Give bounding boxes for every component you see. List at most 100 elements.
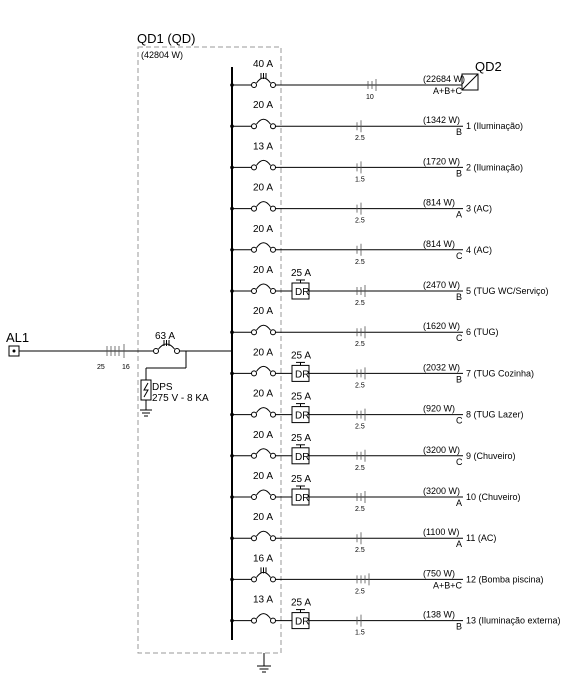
- busbar: [231, 67, 271, 673]
- source-terminal-dot: [12, 349, 16, 353]
- circuit-label: 6 (TUG): [466, 327, 499, 337]
- circuit-power: (1620 W): [423, 321, 460, 331]
- circuit-power: (750 W): [423, 568, 455, 578]
- circuit-phase: B: [456, 168, 462, 178]
- cable-size: 2.5: [355, 588, 365, 595]
- dps-spec: 275 V - 8 KA: [152, 393, 209, 404]
- breaker-contact-left: [251, 494, 257, 500]
- circuit-label: 5 (TUG WC/Serviço): [466, 286, 549, 296]
- breaker-contact-right: [270, 82, 276, 88]
- main-breaker-contact-right: [174, 348, 180, 354]
- circuit-label: 8 (TUG Lazer): [466, 410, 524, 420]
- breaker-arc: [256, 201, 271, 207]
- feeder-conductor-marks: [106, 344, 125, 358]
- circuit-row: 16 A2.5(750 W)A+B+C12 (Bomba piscina): [230, 553, 544, 595]
- circuit-label: 9 (Chuveiro): [466, 451, 516, 461]
- circuit-power: (138 W): [423, 610, 455, 620]
- panel-qd1: QD1 (QD) (42804 W): [137, 31, 282, 654]
- cable-size: 2.5: [355, 506, 365, 513]
- cable-size: 2.5: [355, 300, 365, 307]
- circuit-row: 13 A1.5(1720 W)B2 (Iluminação): [230, 141, 523, 183]
- cable-size: 2.5: [355, 218, 365, 225]
- circuit-label: 2 (Iluminação): [466, 162, 523, 172]
- breaker-contact-left: [251, 617, 257, 624]
- cable-size: 2.5: [355, 135, 365, 142]
- circuit-row: 20 A2.5(1620 W)C6 (TUG): [230, 306, 499, 348]
- circuit-phase: C: [456, 251, 463, 261]
- breaker-arc: [256, 324, 271, 331]
- circuit-power: (2470 W): [423, 280, 460, 290]
- circuit-power: (3200 W): [423, 486, 460, 496]
- dps-arrow: [143, 382, 149, 398]
- breaker-arc: [256, 242, 271, 249]
- breaker-contact-left: [251, 370, 257, 377]
- breaker-contact-left: [251, 329, 257, 336]
- breaker-rating: 13 A: [253, 595, 273, 606]
- breaker-contact-right: [270, 205, 276, 212]
- breaker-arc: [256, 613, 271, 619]
- breaker-arc: [256, 489, 271, 496]
- breaker-arc: [256, 530, 271, 537]
- circuit-phase: A: [456, 498, 462, 508]
- breaker-arc: [256, 365, 271, 372]
- dr-rating: 25 A: [291, 433, 311, 444]
- circuit-power: (1100 W): [423, 527, 459, 537]
- panel-enclosure: [137, 46, 282, 654]
- dr-rating: 25 A: [291, 392, 311, 403]
- breaker-arc: [256, 448, 271, 455]
- circuit-power: (814 W): [423, 198, 455, 208]
- dr-label: DR: [295, 411, 309, 422]
- circuit-row: 20 A2.5(814 W)A3 (AC): [230, 183, 492, 225]
- circuit-phase: A+B+C: [433, 86, 463, 96]
- breaker-rating: 20 A: [253, 347, 273, 358]
- breaker-arc: [256, 283, 271, 290]
- breaker-contact-right: [270, 411, 276, 418]
- breaker-contact-left: [251, 164, 257, 171]
- breaker-contact-right: [270, 576, 276, 583]
- breaker-contact-left: [251, 576, 257, 583]
- qd2-name: QD2: [475, 59, 502, 74]
- dr-rating: 25 A: [291, 474, 311, 485]
- main-breaker-rating: 63 A: [155, 331, 175, 342]
- breaker-contact-right: [270, 164, 276, 171]
- breaker-contact-left: [251, 82, 257, 88]
- breaker-rating: 20 A: [253, 265, 273, 276]
- cable-size: 2.5: [355, 547, 365, 554]
- circuit-row: 20 A2.5(814 W)C4 (AC): [230, 224, 492, 266]
- dr-label: DR: [295, 493, 309, 504]
- dr-rating: 25 A: [291, 598, 311, 609]
- breaker-rating: 13 A: [253, 141, 273, 152]
- dr-label: DR: [295, 287, 309, 298]
- circuit-power: (2032 W): [423, 362, 460, 372]
- dps-device: DPS 275 V - 8 KA: [140, 351, 209, 417]
- cable-size: 10: [366, 94, 374, 101]
- circuit-label: 3 (AC): [466, 204, 492, 214]
- main-breaker: 63 A: [153, 331, 232, 354]
- breaker-contact-right: [270, 535, 276, 542]
- dps-name: DPS: [152, 382, 173, 393]
- circuit-power: (920 W): [423, 404, 455, 414]
- breaker-contact-left: [251, 535, 257, 542]
- circuit-label: 7 (TUG Cozinha): [466, 368, 534, 378]
- circuit-power: (1720 W): [423, 156, 460, 166]
- breaker-contact-right: [270, 370, 276, 377]
- circuit-phase: B: [456, 292, 462, 302]
- circuit-phase: C: [456, 333, 463, 343]
- breaker-contact-left: [251, 123, 257, 130]
- main-breaker-contact-left: [153, 348, 159, 354]
- circuit-phase: A+B+C: [433, 580, 463, 590]
- feeder-ground-size: 16: [122, 364, 130, 371]
- breaker-rating: 20 A: [253, 100, 273, 111]
- breaker-contact-left: [251, 288, 257, 294]
- qd2-symbol: [461, 73, 479, 91]
- circuit-power: (1342 W): [423, 115, 460, 125]
- circuit-power: (22684 W): [423, 74, 465, 84]
- circuit-power: (814 W): [423, 239, 455, 249]
- breaker-arc: [256, 118, 271, 125]
